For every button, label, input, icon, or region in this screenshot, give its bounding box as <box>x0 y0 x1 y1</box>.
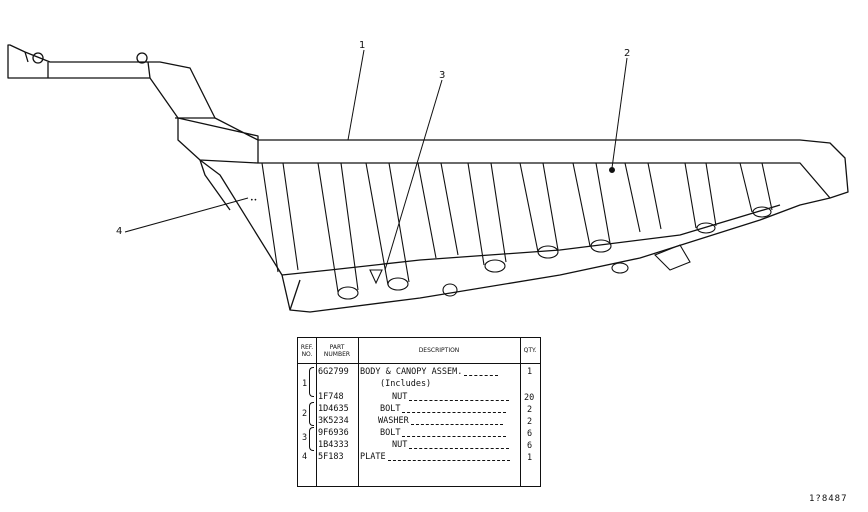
header-qty: QTY. <box>523 347 537 354</box>
part-number: 6G2799 <box>318 367 349 377</box>
header-description: DESCRIPTION <box>358 338 521 363</box>
group-brace <box>309 402 314 426</box>
ref-no: 2 <box>302 409 308 419</box>
quantity: 1 <box>527 453 533 463</box>
quantity: 6 <box>527 441 533 451</box>
callout-1: 1 <box>359 40 366 51</box>
svg-text:••: •• <box>250 197 257 204</box>
part-number: 1F748 <box>318 392 344 402</box>
header-part-number: PART NUMBER <box>316 338 359 363</box>
group-brace <box>309 367 314 397</box>
figure-id: 1?8487 <box>809 494 848 504</box>
quantity: 2 <box>527 405 533 415</box>
col-divider <box>316 363 317 486</box>
description: PLATE <box>360 452 510 462</box>
part-number: 9F6936 <box>318 428 349 438</box>
group-brace <box>309 427 314 451</box>
description: BOLT <box>380 428 507 438</box>
ref-no: 4 <box>302 452 308 462</box>
quantity: 2 <box>527 417 533 427</box>
part-number: 5F183 <box>318 452 344 462</box>
col-divider <box>520 363 521 486</box>
part-number: 1B4333 <box>318 440 349 450</box>
parts-table: REF. NO. PART NUMBER DESCRIPTION QTY. 1 … <box>297 337 541 487</box>
description: NUT <box>392 392 510 402</box>
ref-no: 3 <box>302 433 308 443</box>
description: (Includes) <box>380 379 432 389</box>
quantity: 20 <box>524 393 535 403</box>
header-ref: REF. NO. <box>298 338 317 363</box>
description: BOLT <box>380 404 507 414</box>
part-number: 3K5234 <box>318 416 349 426</box>
ref-no: 1 <box>302 379 308 389</box>
description: BODY & CANOPY ASSEM. <box>360 367 499 377</box>
callout-2: 2 <box>624 48 631 59</box>
quantity: 1 <box>527 367 533 377</box>
col-divider <box>358 363 359 486</box>
canopy-outline <box>7 44 849 199</box>
header-divider <box>298 363 540 364</box>
description: NUT <box>392 440 510 450</box>
quantity: 6 <box>527 429 533 439</box>
body-outline <box>199 159 831 313</box>
description: WASHER <box>378 416 503 426</box>
callout-4: 4 <box>116 226 123 237</box>
callout-3: 3 <box>439 70 446 81</box>
part-number: 1D4635 <box>318 404 349 414</box>
